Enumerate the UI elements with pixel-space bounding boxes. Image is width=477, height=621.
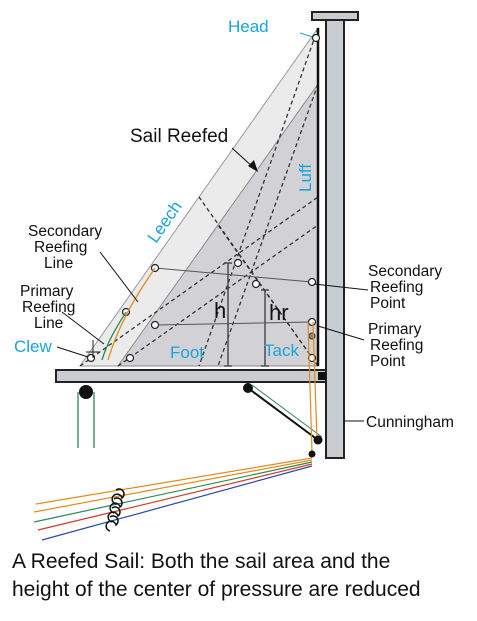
control-lines-to-cockpit bbox=[33, 457, 313, 541]
boom bbox=[55, 369, 327, 383]
primary-reefing-line-label-1: Primary bbox=[20, 283, 74, 300]
head-grommet bbox=[311, 33, 321, 43]
hr-label: hr bbox=[269, 300, 289, 325]
luff-label: Luff bbox=[296, 164, 315, 192]
cunningham-label: Cunningham bbox=[366, 414, 454, 431]
primary-reefing-point-label-2: Reefing bbox=[370, 337, 423, 354]
full-sail-construction-lines bbox=[79, 27, 319, 367]
head-label: Head bbox=[228, 17, 269, 36]
secondary-reefing-line-label-1: Secondary bbox=[28, 223, 102, 240]
secondary-reefing-line bbox=[107, 267, 156, 361]
mast-head-cap bbox=[311, 11, 359, 21]
cunningham-block bbox=[313, 435, 323, 445]
secondary-reefing-line-label-3: Line bbox=[44, 255, 73, 272]
secondary-reefing-line-label-2: Reefing bbox=[34, 239, 87, 256]
boom-end-block bbox=[77, 385, 95, 448]
mid-to-cunningham-line bbox=[247, 387, 319, 441]
label-leaders bbox=[56, 147, 369, 422]
primary-reefing-line-label-3: Line bbox=[34, 315, 63, 332]
caption-line-1: A Reefed Sail: Both the sail area and th… bbox=[12, 550, 391, 573]
clew-label: Clew bbox=[14, 337, 53, 356]
tack-label: Tack bbox=[264, 341, 299, 360]
mast bbox=[325, 17, 345, 459]
tack-line-1 bbox=[307, 321, 313, 453]
caption: A Reefed Sail: Both the sail area and th… bbox=[12, 548, 472, 604]
h-label: h bbox=[214, 298, 226, 323]
reefed-sail-construction-lines bbox=[117, 83, 319, 367]
line-clutches bbox=[105, 488, 125, 532]
secondary-reefing-point-label-2: Reefing bbox=[370, 279, 423, 296]
sail-reefed-label: Sail Reefed bbox=[130, 126, 228, 147]
gooseneck bbox=[318, 372, 326, 380]
height-markers bbox=[224, 262, 269, 367]
clew-marks bbox=[86, 340, 99, 358]
sail-reefed-arrowhead bbox=[248, 160, 258, 172]
secondary-reefing-point-label-1: Secondary bbox=[368, 263, 442, 280]
caption-line-2: height of the center of pressure are red… bbox=[12, 578, 421, 601]
reefing-points-lines bbox=[154, 267, 313, 326]
primary-reefing-point-label-3: Point bbox=[370, 353, 406, 370]
secondary-reefing-point-label-3: Point bbox=[370, 295, 406, 312]
tack-line-2 bbox=[312, 321, 318, 441]
foot-label: Foot bbox=[170, 343, 204, 362]
mast-foot-block bbox=[308, 450, 316, 458]
primary-reefing-line-label-2: Reefing bbox=[22, 299, 75, 316]
primary-reefing-point-label-1: Primary bbox=[368, 321, 422, 338]
mid-to-cunningham-line-2 bbox=[251, 384, 323, 438]
primary-reefing-line bbox=[101, 311, 127, 361]
